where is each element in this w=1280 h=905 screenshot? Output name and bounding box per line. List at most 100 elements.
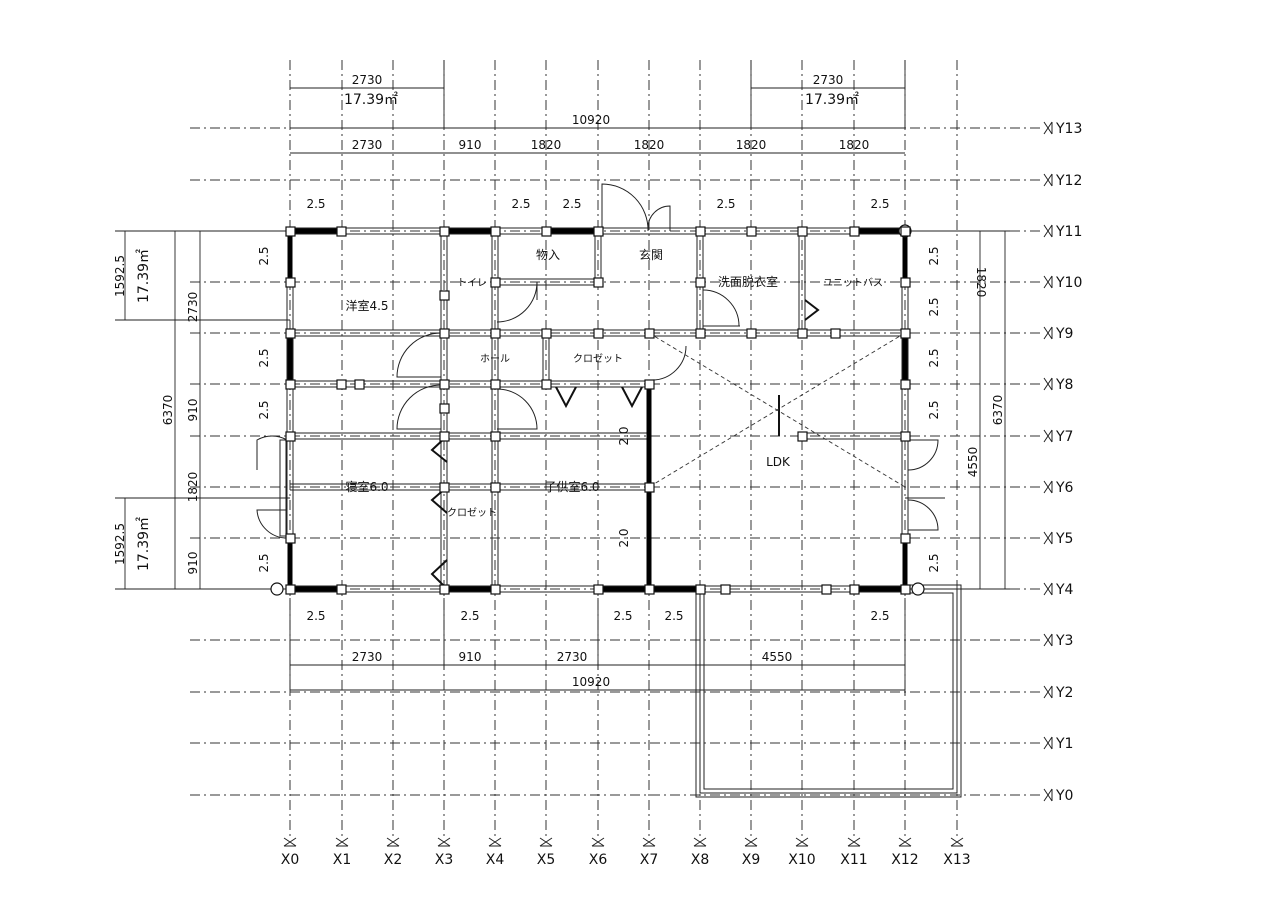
left-area-top-len: 1592.5 <box>113 255 127 297</box>
axis-label-x6: X6 <box>589 852 608 868</box>
wall-ratio-right-1: 2.5 <box>927 246 941 265</box>
axis-label-x9: X9 <box>742 852 761 868</box>
room-bath: ユニットバス <box>823 277 883 289</box>
axis-label-y8: Y8 <box>1055 377 1073 393</box>
x-axis-markers <box>283 837 964 847</box>
top-seg-4: 1820 <box>634 138 665 152</box>
room-entrance: 玄関 <box>639 247 663 262</box>
axis-label-y10: Y10 <box>1055 275 1082 291</box>
top-seg-3: 1820 <box>531 138 562 152</box>
axis-label-x12: X12 <box>891 852 918 868</box>
wall-ratio-labels: 2.5 2.5 2.5 2.5 2.5 2.5 2.5 2.5 2.5 2.5 … <box>257 197 941 623</box>
axis-label-x10: X10 <box>788 852 815 868</box>
left-overall-dim: 6370 <box>161 395 175 426</box>
bottom-seg-4: 4550 <box>762 650 793 664</box>
wall-ratio-right-5: 2.5 <box>927 553 941 572</box>
y-axis-markers <box>1043 121 1053 802</box>
wall-ratio-bottom-3: 2.5 <box>613 609 632 623</box>
top-dimensions <box>290 60 906 154</box>
left-seg-1: 2730 <box>186 292 200 323</box>
axis-label-x2: X2 <box>384 852 403 868</box>
top-seg-1: 2730 <box>352 138 383 152</box>
wall-ratio-interior-2: 2.0 <box>617 528 631 547</box>
axis-label-y3: Y3 <box>1055 633 1073 649</box>
room-ldk: LDK <box>766 455 791 469</box>
wall-ratio-bottom-4: 2.5 <box>664 609 683 623</box>
top-seg-6: 1820 <box>839 138 870 152</box>
wall-ratio-interior-1: 2.0 <box>617 426 631 445</box>
x-axis-labels: X0 X1 X2 X3 X4 X5 X6 X7 X8 X9 X10 X11 X1… <box>281 852 971 868</box>
left-area-bottom: 17.39㎡ <box>136 517 152 571</box>
doors <box>256 183 945 539</box>
axis-label-y13: Y13 <box>1055 121 1082 137</box>
closet-folding-doors <box>430 299 820 590</box>
axis-label-x4: X4 <box>486 852 505 868</box>
room-bedroom: 寝室6.0 <box>345 479 388 494</box>
room-kids: 子供室6.0 <box>544 479 599 494</box>
wall-ratio-bottom-5: 2.5 <box>870 609 889 623</box>
top-overall-dim: 10920 <box>572 113 610 127</box>
axis-label-x11: X11 <box>840 852 867 868</box>
axis-label-y2: Y2 <box>1055 685 1073 701</box>
axis-label-x1: X1 <box>333 852 352 868</box>
axis-label-y7: Y7 <box>1055 429 1073 445</box>
left-area-top: 17.39㎡ <box>136 249 152 303</box>
axis-label-y1: Y1 <box>1055 736 1073 752</box>
wall-ratio-left-3: 2.5 <box>257 400 271 419</box>
axis-label-y6: Y6 <box>1055 480 1074 496</box>
wall-ratio-bottom-2: 2.5 <box>460 609 479 623</box>
top-right-block-dim: 2730 <box>813 73 844 87</box>
wall-ratio-top-3: 2.5 <box>562 197 581 211</box>
wall-ratio-left-1: 2.5 <box>257 246 271 265</box>
axis-label-y5: Y5 <box>1055 531 1073 547</box>
axis-label-y12: Y12 <box>1055 173 1082 189</box>
top-seg-2: 910 <box>459 138 482 152</box>
y-axis-labels: Y13 Y12 Y11 Y10 Y9 Y8 Y7 Y6 Y5 Y4 Y3 Y2 … <box>1055 121 1082 804</box>
left-area-bottom-len: 1592.5 <box>113 523 127 565</box>
grid-lines <box>190 60 1040 840</box>
axis-label-x7: X7 <box>640 852 659 868</box>
columns <box>270 224 925 596</box>
porch-outline <box>695 584 962 798</box>
axis-label-y9: Y9 <box>1055 326 1073 342</box>
wall-ratio-top-4: 2.5 <box>716 197 735 211</box>
right-top-dim: 1820 <box>974 267 988 298</box>
room-closet-1: クロゼット <box>573 353 623 365</box>
axis-label-x0: X0 <box>281 852 300 868</box>
room-labels: 物入 玄関 トイレ 洗面脱衣室 ユニットバス 洋室4.5 ホール クロゼット L… <box>345 247 883 519</box>
room-hall: ホール <box>480 353 510 365</box>
room-storage: 物入 <box>536 248 560 262</box>
wall-ratio-left-4: 2.5 <box>257 553 271 572</box>
axis-label-x13: X13 <box>943 852 970 868</box>
left-seg-3: 1820 <box>186 472 200 503</box>
axis-label-x3: X3 <box>435 852 454 868</box>
right-middle-dim: 4550 <box>966 447 980 478</box>
bottom-seg-1: 2730 <box>352 650 383 664</box>
wall-ratio-left-2: 2.5 <box>257 348 271 367</box>
axis-label-x5: X5 <box>537 852 556 868</box>
room-western: 洋室4.5 <box>345 298 388 313</box>
wall-ratio-top-2: 2.5 <box>511 197 530 211</box>
wall-ratio-right-3: 2.5 <box>927 348 941 367</box>
top-left-area: 17.39㎡ <box>344 92 398 108</box>
left-seg-2: 910 <box>186 399 200 422</box>
axis-label-y0: Y0 <box>1055 788 1073 804</box>
bottom-overall-dim: 10920 <box>572 675 610 689</box>
wall-ratio-bottom-1: 2.5 <box>306 609 325 623</box>
axis-label-x8: X8 <box>691 852 710 868</box>
top-seg-5: 1820 <box>736 138 767 152</box>
top-right-area: 17.39㎡ <box>805 92 859 108</box>
wall-ratio-right-4: 2.5 <box>927 400 941 419</box>
room-washroom: 洗面脱衣室 <box>718 274 778 289</box>
top-left-block-dim: 2730 <box>352 73 383 87</box>
bottom-dimensions <box>289 598 906 695</box>
right-overall-dim: 6370 <box>991 395 1005 426</box>
room-closet-2: クロゼット <box>447 507 497 519</box>
left-dimensions <box>115 230 290 590</box>
axis-label-y11: Y11 <box>1055 224 1082 240</box>
wall-ratio-top-1: 2.5 <box>306 197 325 211</box>
ldk-diagonals <box>648 332 906 488</box>
wall-ratio-right-2: 2.5 <box>927 297 941 316</box>
left-seg-4: 910 <box>186 552 200 575</box>
